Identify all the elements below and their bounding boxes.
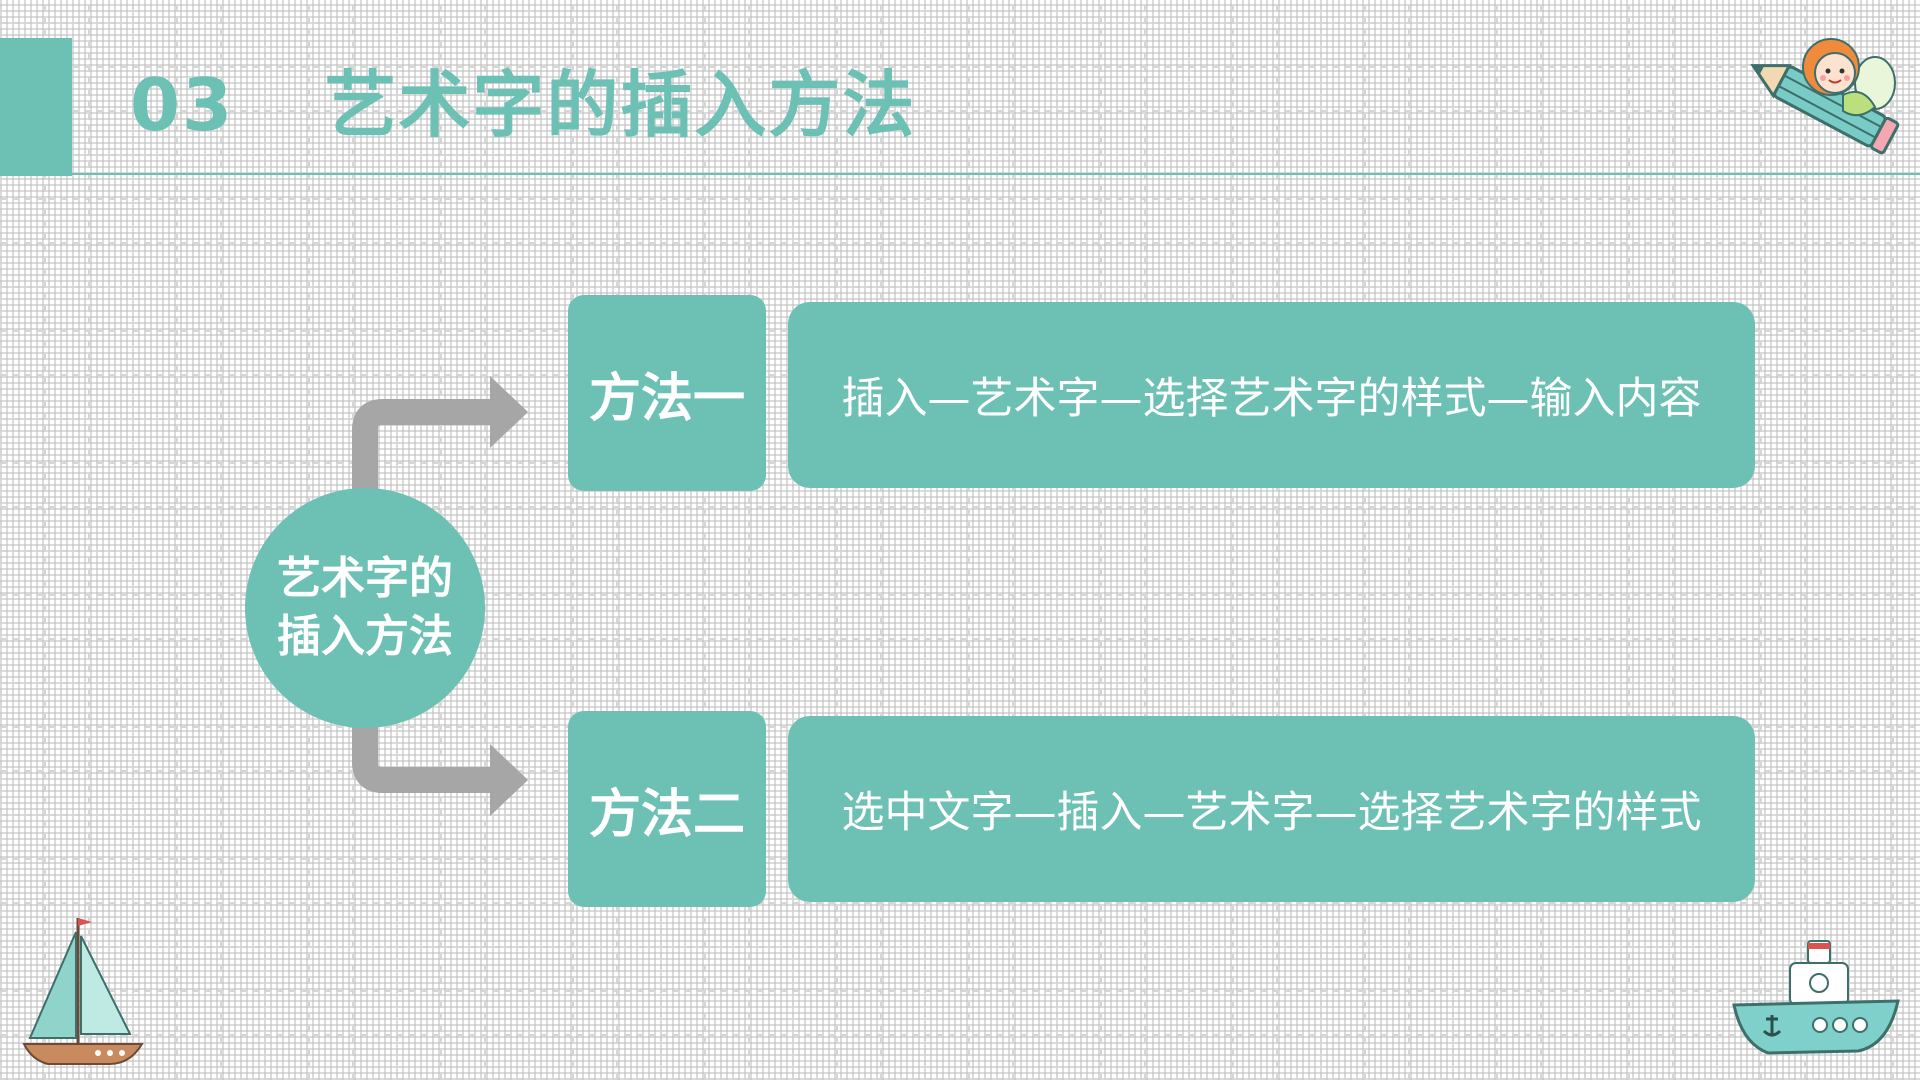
- arrow-up-head: [490, 376, 528, 448]
- title-accent-block: [0, 38, 72, 176]
- fairy-pencil-icon: [1750, 38, 1900, 155]
- arrow-down-head: [490, 744, 528, 816]
- topic-hub-circle: 艺术字的 插入方法: [245, 488, 485, 728]
- hub-line-1: 艺术字的: [277, 553, 453, 604]
- arrow-up-connector: [352, 399, 495, 492]
- method-1-description: 插入—艺术字—选择艺术字的样式—输入内容: [788, 302, 1755, 488]
- method-2-description: 选中文字—插入—艺术字—选择艺术字的样式: [788, 716, 1755, 902]
- slide-title-text: 艺术字的插入方法: [324, 63, 917, 147]
- sailboat-icon: [22, 918, 144, 1065]
- hub-line-2: 插入方法: [277, 611, 453, 662]
- method-1-label: 方法一: [568, 295, 766, 491]
- slide-number: 03: [130, 63, 235, 147]
- method-2-label: 方法二: [568, 711, 766, 907]
- slide-title: 03 艺术字的插入方法: [130, 60, 916, 150]
- arrow-down-connector: [352, 724, 495, 793]
- title-underline: [72, 173, 1920, 175]
- steamboat-icon: [1732, 940, 1900, 1055]
